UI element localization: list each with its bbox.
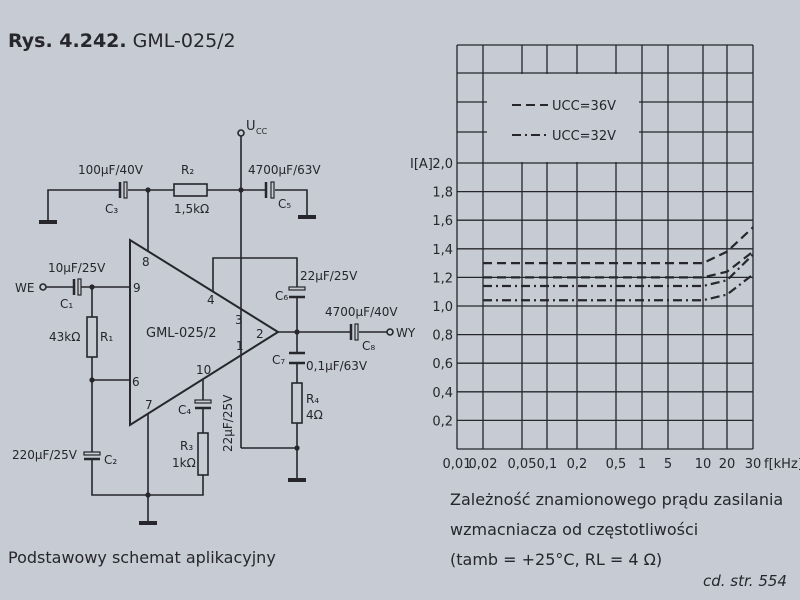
x-tick-label: 0,01 [443, 457, 472, 472]
legend-label: UCC=32V [552, 129, 616, 144]
schematic-caption: Podstawowy schemat aplikacyjny [8, 548, 276, 567]
figure-name: GML-025/2 [132, 30, 236, 52]
supply-label-sub: CC [256, 127, 268, 136]
c4-ref: C₄ [178, 403, 191, 417]
pin-label: 2 [256, 327, 264, 341]
series-line [483, 273, 754, 302]
x-tick-label: 0,2 [567, 457, 588, 472]
series-line [483, 250, 754, 279]
pin-label: 6 [132, 375, 140, 389]
schematic-diagram: GML-025/2 [12, 119, 416, 525]
x-tick-label: 0,5 [606, 457, 627, 472]
pin-label: 9 [133, 281, 141, 295]
y-tick-label: 0,2 [432, 414, 453, 429]
series-line [483, 226, 754, 265]
pin-label: 3 [235, 313, 243, 327]
chart-caption-line2: wzmacniacza od częstotliwości [450, 520, 699, 539]
junction-dots [89, 187, 300, 498]
capacitor-symbols [72, 181, 359, 461]
chart-caption-line3: (tamb = +25°C, RL = 4 Ω) [450, 550, 663, 569]
output-label: WY [396, 326, 416, 340]
x-tick-label: 0,05 [508, 457, 537, 472]
figure-number: Rys. 4.242. [8, 30, 127, 52]
x-tick-label: 1 [638, 457, 646, 472]
c6-value: 22µF/25V [300, 269, 358, 283]
y-tick-label: 0,8 [432, 329, 453, 344]
c3-value: 100µF/40V [78, 163, 144, 177]
y-tick-label: 1,2 [432, 271, 453, 286]
c6-ref: C₆ [275, 289, 288, 303]
r4-value: 4Ω [306, 408, 323, 422]
c2-value: 220µF/25V [12, 448, 78, 462]
chart-caption-line1: Zależność znamionowego prądu zasilania [450, 490, 784, 509]
y-tick-label: 2,0 [432, 157, 453, 172]
r3-ref: R₃ [180, 439, 193, 453]
supply-label: U [246, 119, 256, 134]
input-label: WE [15, 281, 34, 295]
y-tick-label: 1,6 [432, 214, 453, 229]
output-terminal [386, 328, 394, 336]
c5-ref: C₅ [278, 197, 291, 211]
x-axis-label: f[kHz] [764, 457, 800, 472]
chip-label: GML-025/2 [146, 326, 216, 341]
pin-label: 4 [207, 293, 215, 307]
pin-label: 10 [196, 363, 211, 377]
y-tick-label: 1,4 [432, 243, 453, 258]
y-tick-label: 1,8 [432, 186, 453, 201]
c2-ref: C₂ [104, 453, 117, 467]
c8-ref: C₈ [362, 339, 375, 353]
c4-value: 22µF/25V [221, 394, 235, 452]
r2-value: 1,5kΩ [174, 202, 209, 216]
x-tick-label: 0,1 [537, 457, 558, 472]
pin-label: 7 [145, 398, 153, 412]
r1-value: 43kΩ [49, 330, 80, 344]
pin-label: 8 [142, 255, 150, 269]
legend-label: UCC=36V [552, 99, 616, 114]
x-tick-label: 0,02 [469, 457, 498, 472]
resistor-symbols [86, 183, 303, 476]
y-axis-label: I[A] [410, 157, 433, 172]
c1-value: 10µF/25V [48, 261, 106, 275]
c8-value: 4700µF/40V [325, 305, 398, 319]
supply-terminal [237, 129, 245, 137]
c7-ref: C₇ [272, 353, 285, 367]
y-tick-label: 0,4 [432, 386, 453, 401]
y-tick-label: 0,6 [432, 357, 453, 372]
y-tick-label: 1,0 [432, 300, 453, 315]
x-tick-label: 5 [664, 457, 672, 472]
input-terminal [39, 283, 47, 291]
x-tick-label: 30 [745, 457, 762, 472]
r4-ref: R₄ [306, 392, 319, 406]
continued-note: cd. str. 554 [703, 572, 787, 590]
c7-value: 0,1µF/63V [306, 359, 368, 373]
r1-ref: R₁ [100, 330, 113, 344]
ground-symbols [39, 215, 316, 525]
amplifier-symbol [129, 238, 280, 427]
c1-ref: C₁ [60, 297, 73, 311]
pin-label: 1 [236, 339, 244, 353]
c5-value: 4700µF/63V [248, 163, 321, 177]
figure-title: Rys. 4.242. GML-025/2 [8, 30, 236, 52]
r3-value: 1kΩ [172, 456, 196, 470]
x-tick-label: 10 [695, 457, 712, 472]
c3-ref: C₃ [105, 202, 118, 216]
legend-box [487, 74, 639, 162]
series-line [483, 253, 754, 288]
x-tick-label: 20 [719, 457, 736, 472]
r2-ref: R₂ [181, 163, 194, 177]
